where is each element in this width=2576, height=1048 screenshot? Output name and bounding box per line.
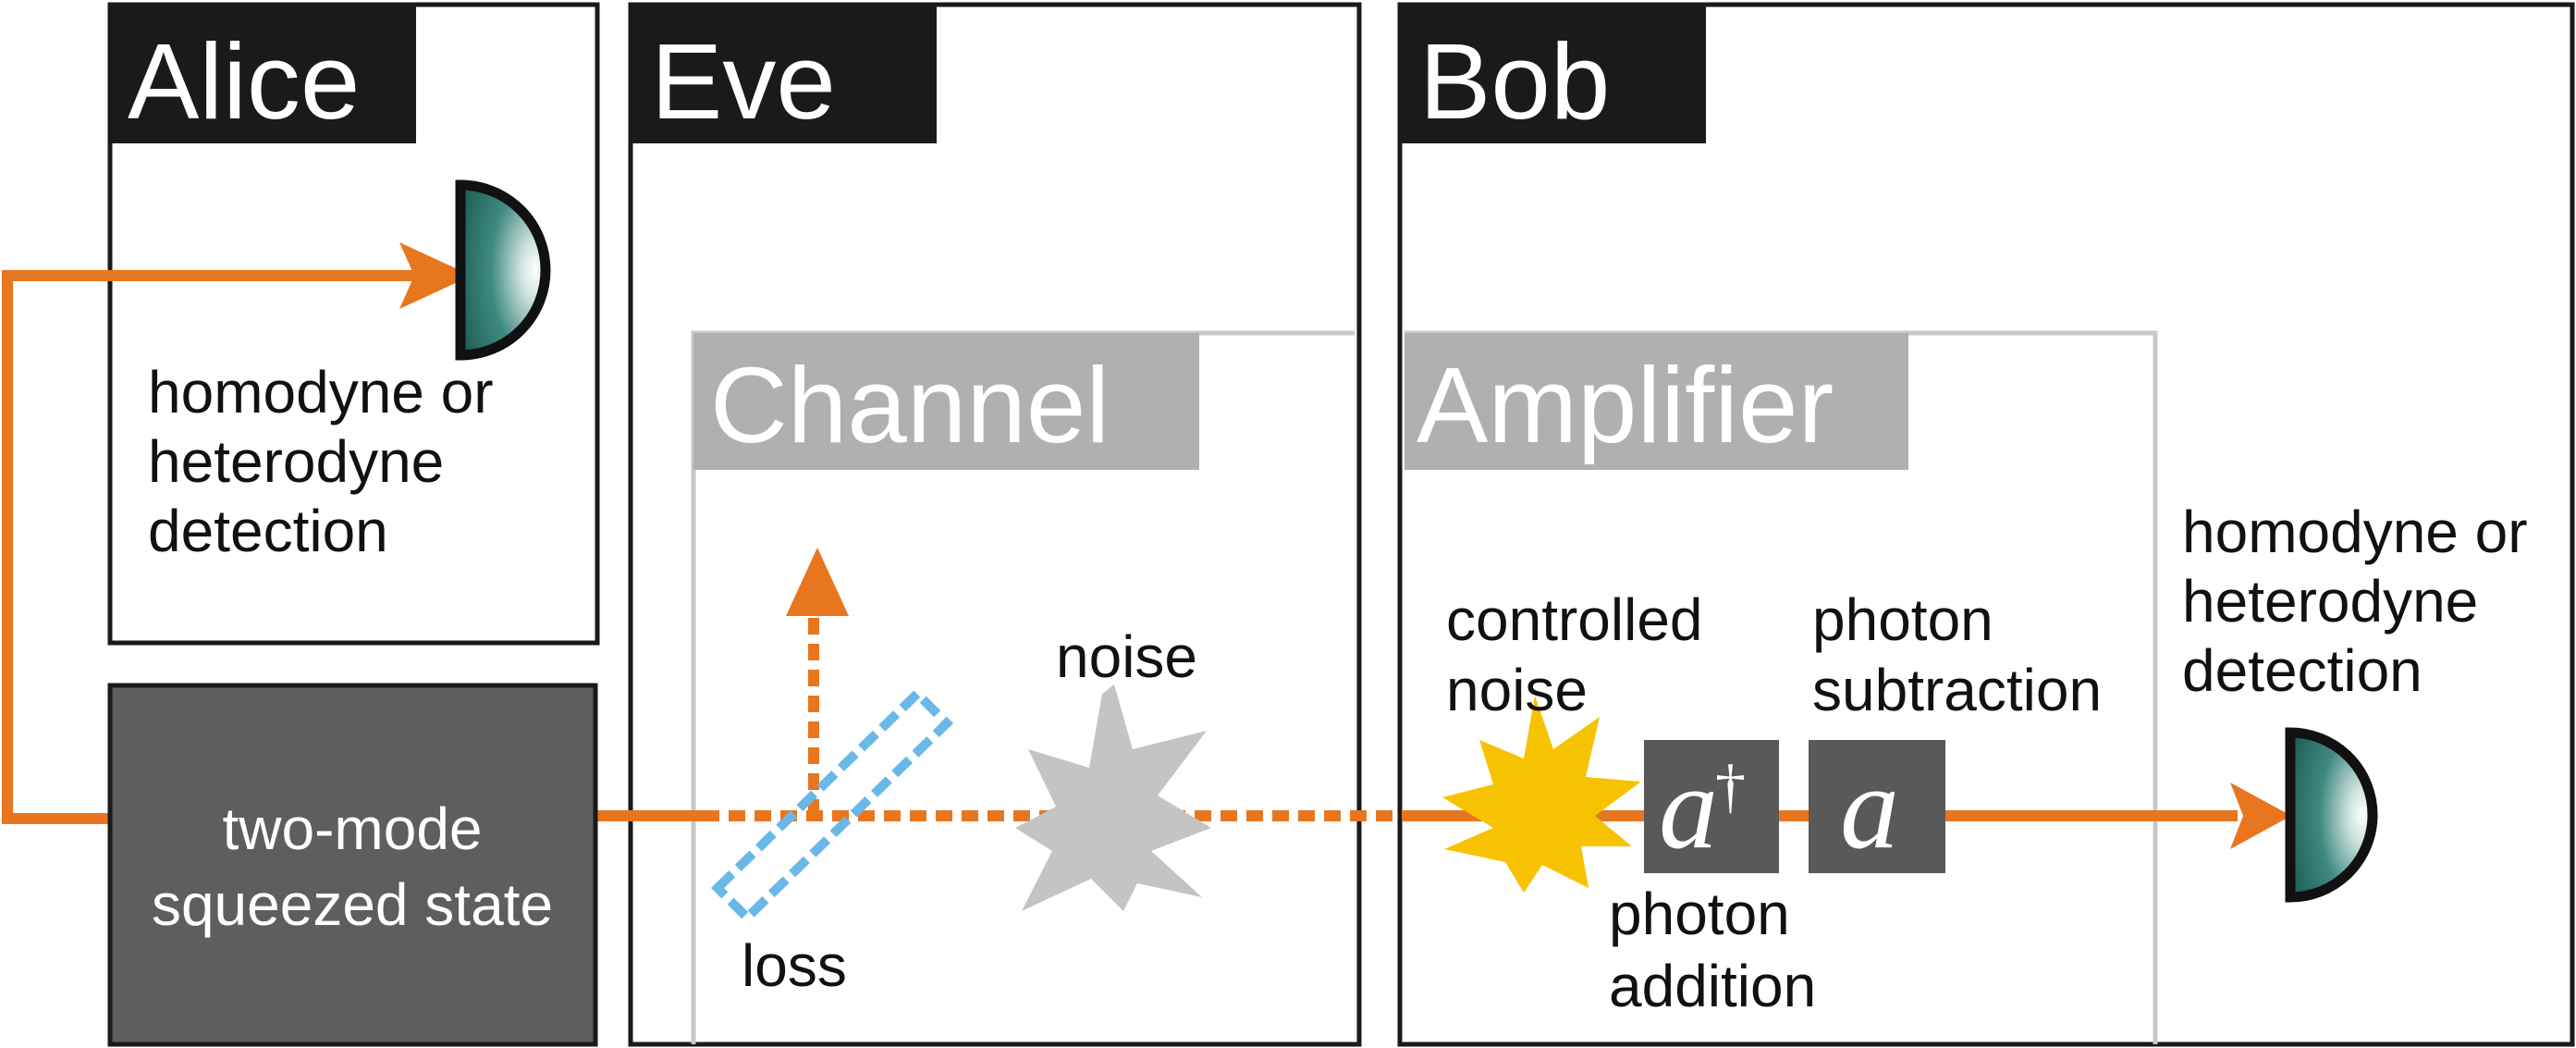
eve-panel: Eve xyxy=(628,2,1362,1047)
alice-title: Alice xyxy=(128,21,360,142)
photon-addition-label-2: addition xyxy=(1609,953,1816,1019)
bob-detector-label-3: detection xyxy=(2182,637,2423,704)
controlled-noise-label-1: controlled xyxy=(1446,586,1703,653)
alice-panel: Alice xyxy=(107,2,600,646)
noise-element: noise xyxy=(1015,623,1211,911)
source-box: two-mode squeezed state xyxy=(107,683,598,1047)
bob-detector-label-1: homodyne or xyxy=(2182,499,2528,565)
photon-subtraction-label-2: subtraction xyxy=(1812,657,2102,723)
detector-icon xyxy=(455,179,551,361)
controlled-noise-element: controlled noise xyxy=(1442,586,1703,893)
bob-header xyxy=(1400,5,1706,143)
loss-label: loss xyxy=(742,932,847,999)
alice-beam-arrowhead xyxy=(399,242,472,309)
amplifier-panel: Amplifier xyxy=(1405,330,2158,1044)
photon-subtraction-label-1: photon xyxy=(1812,586,1993,653)
amplifier-title: Amplifier xyxy=(1417,345,1834,465)
bob-panel: Bob xyxy=(1397,2,2575,1047)
alice-detector-label-1: homodyne or xyxy=(148,359,494,425)
eve-header xyxy=(631,5,937,143)
dagger-symbol: † xyxy=(1715,753,1746,820)
photon-addition-label-1: photon xyxy=(1609,881,1790,947)
source-label-1: two-mode xyxy=(223,795,483,862)
alice-detector-label-2: heterodyne xyxy=(148,428,444,495)
noise-label: noise xyxy=(1056,623,1197,690)
alice-detector-label-3: detection xyxy=(148,498,388,564)
creation-operator-box xyxy=(1644,740,1779,873)
channel-title: Channel xyxy=(710,345,1110,465)
annihilation-operator: a xyxy=(1840,742,1899,873)
reference-beam xyxy=(2,242,472,824)
amplifier-header xyxy=(1405,333,1908,470)
eve-title: Eve xyxy=(651,21,836,142)
channel-panel: Channel xyxy=(691,330,1355,1044)
bob-detector-label-2: heterodyne xyxy=(2182,568,2478,635)
alice-header xyxy=(110,5,416,143)
alice-detector: homodyne or heterodyne detection xyxy=(148,179,551,564)
detector-icon xyxy=(2285,727,2378,903)
controlled-noise-label-2: noise xyxy=(1446,657,1588,723)
annihilation-operator-box xyxy=(1809,740,1945,873)
loss-arrowhead xyxy=(786,548,849,616)
creation-operator: a xyxy=(1659,742,1718,873)
photon-subtraction-element: a photon subtraction xyxy=(1809,586,2102,873)
channel-header xyxy=(693,333,1199,470)
controlled-noise-icon xyxy=(1442,696,1641,893)
bob-detector: homodyne or heterodyne detection xyxy=(2182,499,2528,903)
signal-beam xyxy=(597,783,2291,849)
photon-addition-element: a † photon addition xyxy=(1609,740,1816,1019)
beam-splitter-icon xyxy=(710,686,954,925)
bob-title: Bob xyxy=(1419,21,1610,142)
loss-element: loss xyxy=(710,548,954,999)
bob-beam-arrowhead xyxy=(2230,783,2291,849)
source-label-2: squeezed state xyxy=(152,871,553,938)
noise-burst-icon xyxy=(1015,684,1211,911)
